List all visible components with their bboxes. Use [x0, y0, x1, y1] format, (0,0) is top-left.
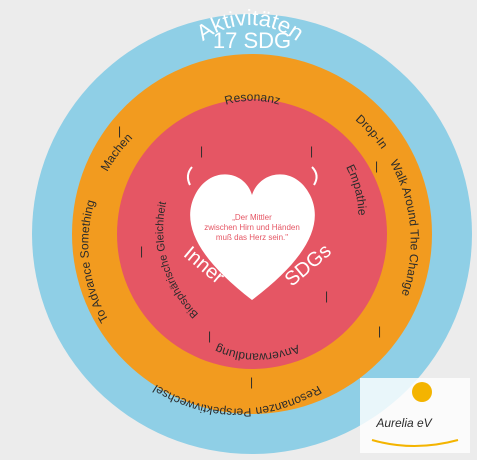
red-separator-4: | — [208, 329, 211, 343]
red-separator-2: | — [310, 144, 313, 158]
outer-ring-label: 17 SDG — [213, 28, 291, 53]
logo-swoosh — [371, 439, 459, 447]
separator-1: | — [375, 159, 378, 173]
logo-text: Aurelia eV — [375, 416, 432, 430]
separator-5: | — [118, 124, 121, 138]
heart-quote-line3: muß das Herz sein." — [216, 233, 288, 242]
separator-3: | — [250, 375, 253, 389]
red-separator-3: | — [325, 289, 328, 303]
heart-shape — [190, 174, 315, 300]
heart-glow-left — [186, 166, 193, 186]
separator-4: | — [140, 244, 143, 258]
inner-resonanz: Resonanz — [223, 90, 282, 108]
aurelia-logo: Aurelia eV — [360, 378, 470, 453]
heart-quote-line1: „Der Mittler — [232, 213, 272, 222]
heart-glow-right — [311, 166, 318, 186]
heart-quote-line2: zwischen Hirn und Händen — [204, 223, 300, 232]
logo-sun-icon — [412, 382, 432, 402]
red-separator-1: | — [200, 144, 203, 158]
separator-2: | — [378, 324, 381, 338]
